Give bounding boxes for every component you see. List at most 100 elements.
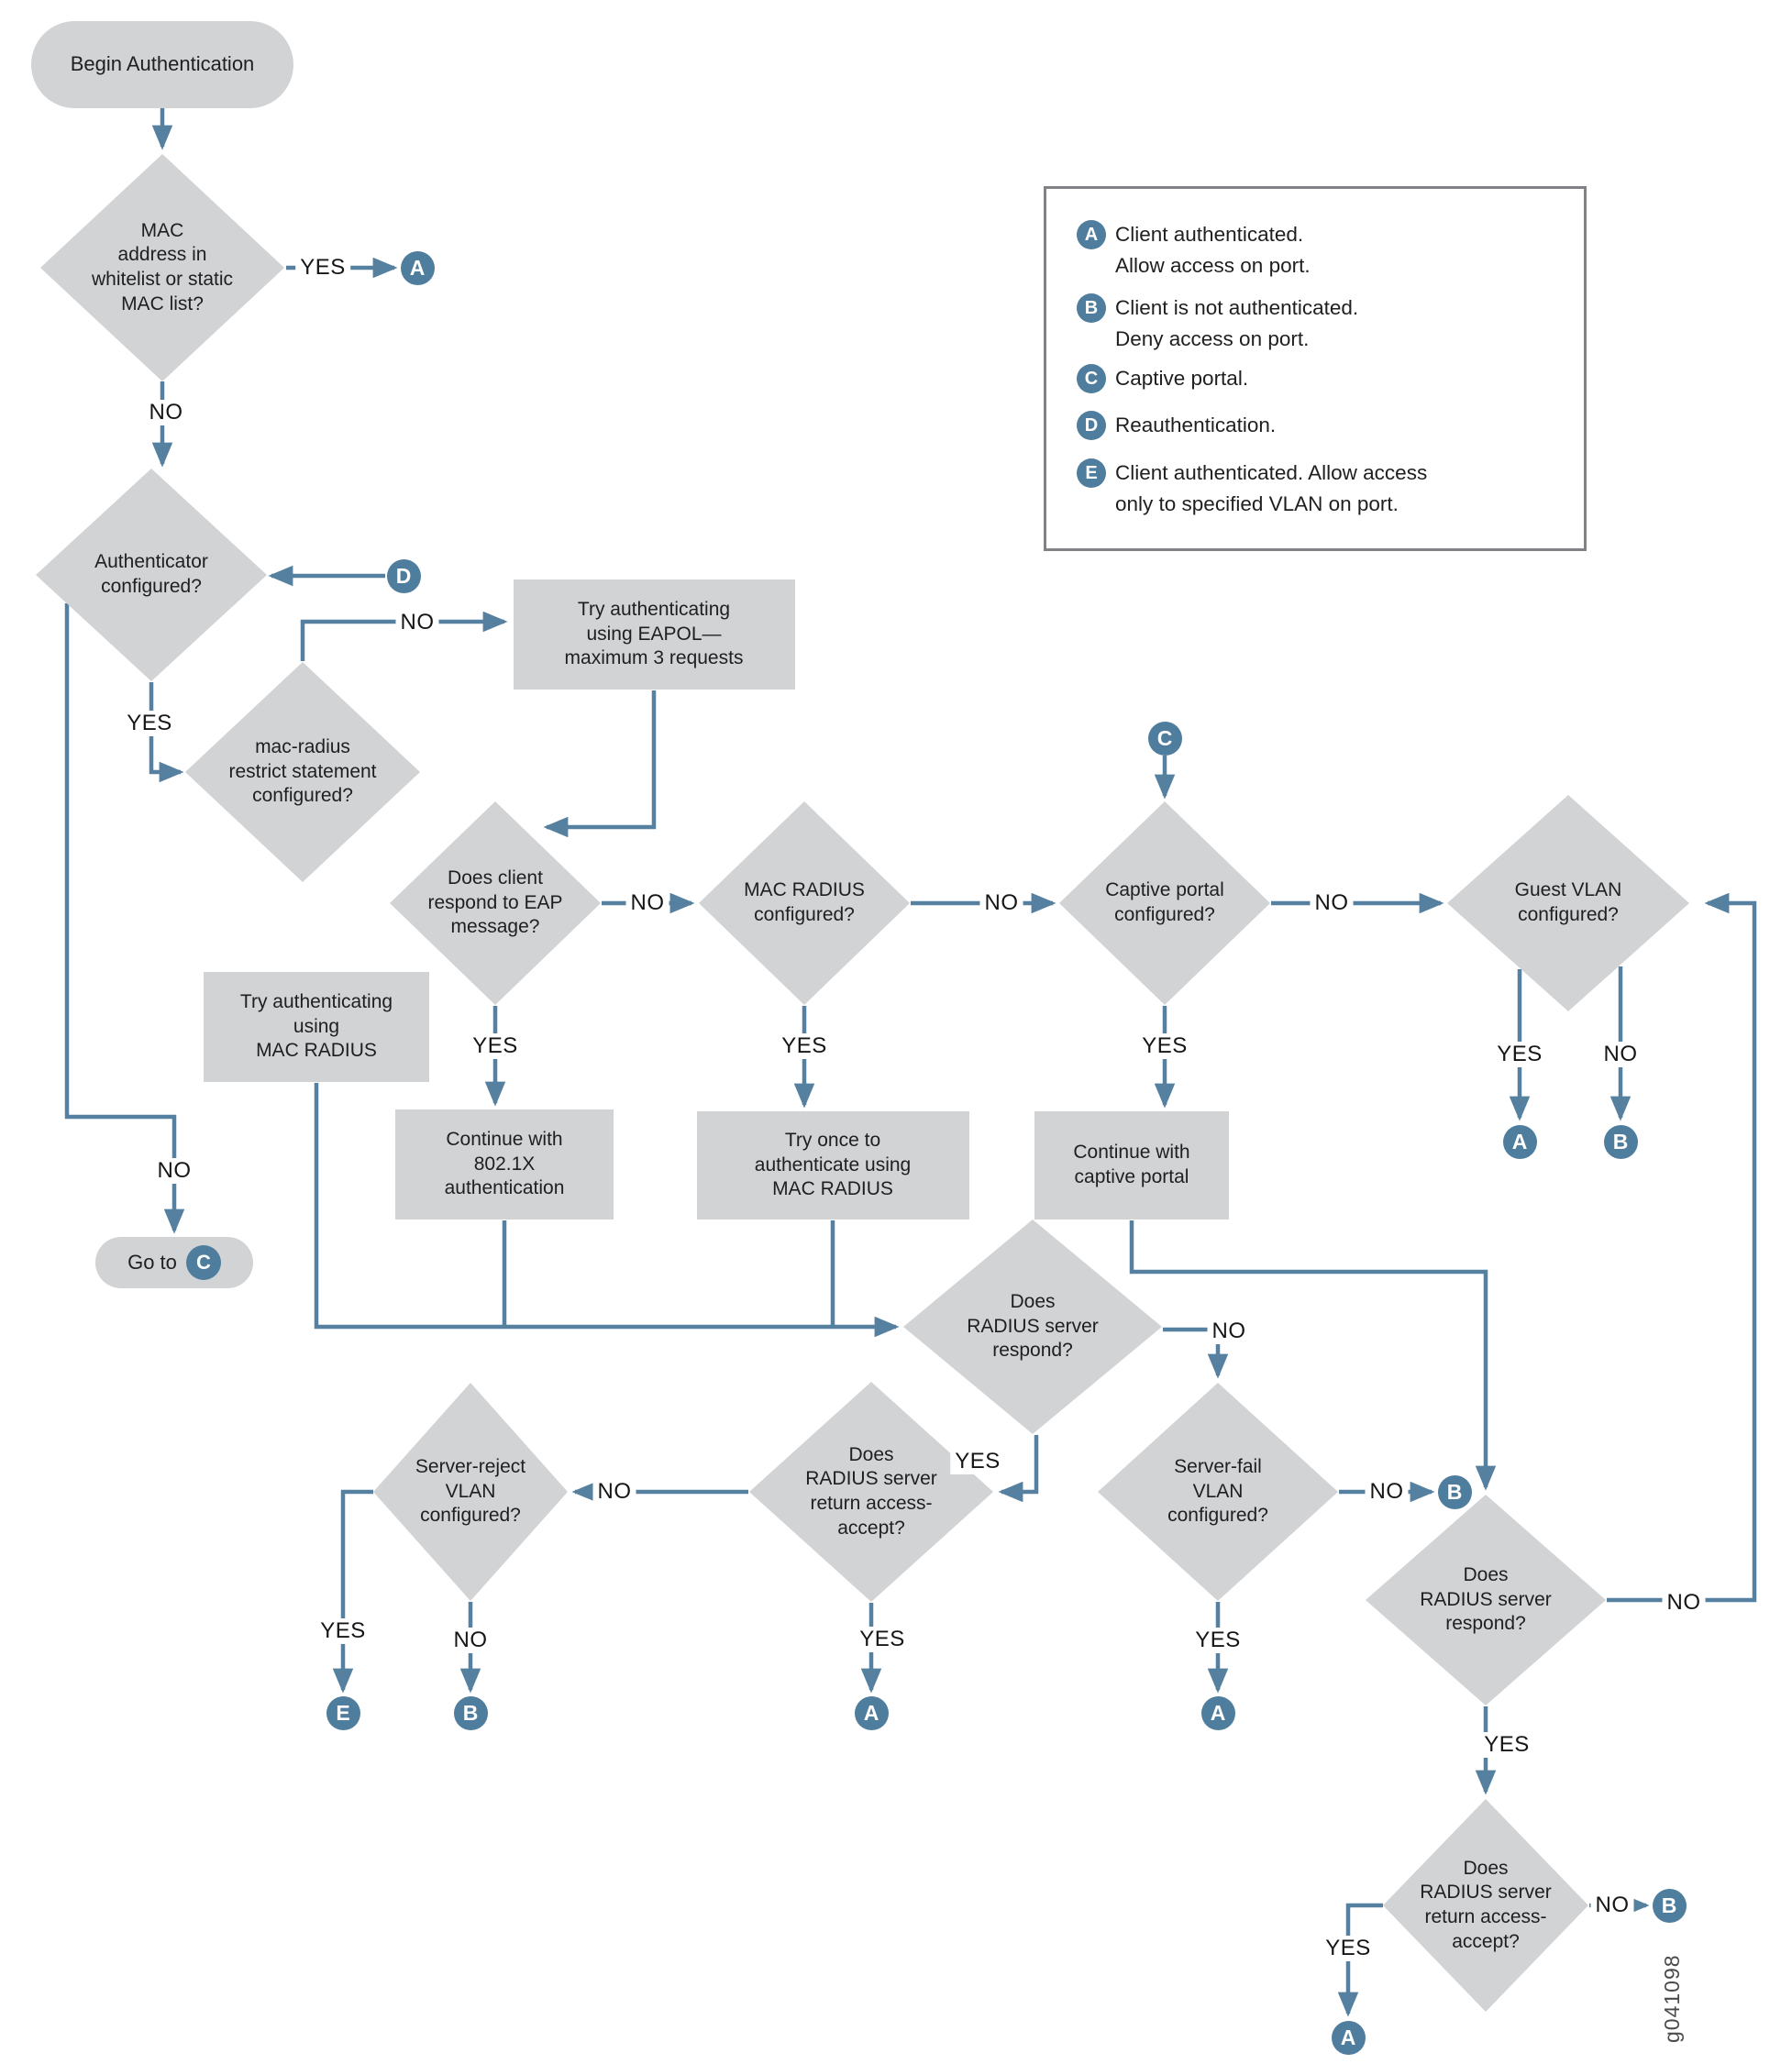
branch-label-yes: YES <box>1321 1936 1376 1961</box>
branch-label-yes: YES <box>295 255 350 281</box>
authenticator-label: Authenticator configured? <box>94 551 208 597</box>
branch-label-no: NO <box>144 400 188 425</box>
access-accept-br-node: Does RADIUS server return access- accept… <box>1383 1799 1588 2012</box>
branch-label-yes: YES <box>1137 1033 1192 1059</box>
continue-captive-node: Continue with captive portal <box>1034 1111 1229 1220</box>
try-mac-radius-shape <box>204 972 429 1082</box>
mac-radius-restrict-node: mac-radius restrict statement configured… <box>185 662 420 882</box>
try-once-shape <box>696 1111 969 1220</box>
legend-item-c: Captive portal. <box>1115 367 1249 390</box>
try-mac-radius-node: Try authenticating using MAC RADIUS <box>204 972 429 1082</box>
continue-captive-label: Continue with captive portal <box>1073 1142 1190 1187</box>
captive-conf-label: Captive portal configured? <box>1105 879 1224 925</box>
begin-shape <box>31 20 293 108</box>
connector-c-circle: C <box>1147 721 1182 756</box>
guest-vlan-node: Guest VLAN configured? <box>1447 795 1689 1011</box>
mac-radius-restrict-label: mac-radius restrict statement configured… <box>228 736 377 807</box>
branch-label-no: NO <box>1365 1479 1409 1505</box>
legend-circle-c: C <box>1077 364 1106 393</box>
mac-whitelist-node: MAC address in whitelist or static MAC l… <box>40 154 284 381</box>
radius-respond-mid-node: Does RADIUS server respond? <box>903 1220 1162 1434</box>
eap-respond-node: Does client respond to EAP message? <box>390 801 601 1005</box>
flow-edge <box>332 1489 373 1694</box>
goto-c-node: Go to C <box>95 1237 253 1288</box>
mac-radius-conf-node: MAC RADIUS configured? <box>699 801 910 1005</box>
connector-b-circle: B <box>1603 1124 1638 1159</box>
branch-label-no: NO <box>979 890 1023 916</box>
authenticator-node: Authenticator configured? <box>36 469 267 681</box>
flow-edge <box>998 1435 1039 1503</box>
legend-circle-b: B <box>1077 293 1106 323</box>
connector-e-circle: E <box>326 1695 360 1730</box>
branch-label-yes: YES <box>950 1449 1005 1474</box>
connector-b-circle: B <box>1652 1888 1687 1923</box>
legend-item-e: Client authenticated. Allow access only … <box>1115 461 1428 515</box>
eap-respond-label: Does client respond to EAP message? <box>427 867 563 938</box>
branch-label-yes: YES <box>468 1033 523 1059</box>
begin-label: Begin Authentication <box>70 52 255 76</box>
legend-item-a: Client authenticated. Allow access on po… <box>1115 223 1311 277</box>
branch-label-yes: YES <box>1479 1732 1534 1758</box>
branch-label-no: NO <box>592 1479 636 1505</box>
connector-a-circle: A <box>854 1695 889 1730</box>
eapol-node: Try authenticating using EAPOL— maximum … <box>513 579 795 690</box>
continue-captive-shape <box>1034 1111 1229 1220</box>
branch-label-no: NO <box>395 610 439 635</box>
server-fail-node: Server-fail VLAN configured? <box>1098 1383 1338 1601</box>
captive-conf-node: Captive portal configured? <box>1059 801 1270 1005</box>
connector-a-circle: A <box>1502 1124 1537 1159</box>
connector-b-circle: B <box>453 1695 488 1730</box>
continue-8021x-label: Continue with 802.1X authentication <box>444 1129 565 1199</box>
branch-label-no: NO <box>1662 1590 1706 1616</box>
try-once-label: Try once to authenticate using MAC RADIU… <box>754 1130 912 1200</box>
try-once-node: Try once to authenticate using MAC RADIU… <box>696 1111 969 1220</box>
figure-id-watermark: g041098 <box>1660 1954 1684 2043</box>
connector-a-circle: A <box>1200 1695 1235 1730</box>
guest-vlan-label: Guest VLAN configured? <box>1514 879 1622 925</box>
flow-edge <box>64 603 185 1234</box>
connector-b-circle: B <box>1437 1474 1472 1509</box>
legend-item-b: Client is not authenticated. Deny access… <box>1115 296 1359 350</box>
branch-label-yes: YES <box>855 1627 910 1652</box>
eapol-label: Try authenticating using EAPOL— maximum … <box>564 599 744 669</box>
goto-c-label: Go to C <box>127 1245 221 1280</box>
legend-item-d: Reauthentication. <box>1115 414 1277 436</box>
server-reject-label: Server-reject VLAN configured? <box>415 1456 526 1527</box>
branch-label-no: NO <box>448 1628 492 1653</box>
branch-label-no: NO <box>625 890 669 916</box>
begin-node: Begin Authentication <box>31 20 293 108</box>
eapol-shape <box>513 579 795 690</box>
server-reject-node: Server-reject VLAN configured? <box>373 1383 568 1601</box>
branch-label-no: NO <box>1207 1319 1251 1344</box>
flow-edge <box>543 690 657 838</box>
branch-label-yes: YES <box>1190 1628 1245 1653</box>
branch-label-no: NO <box>1310 890 1354 916</box>
mac-whitelist-label: MAC address in whitelist or static MAC l… <box>91 219 234 315</box>
continue-8021x-shape <box>395 1109 614 1220</box>
goto-c-text: Go to <box>127 1251 177 1275</box>
legend-circle-d: D <box>1077 411 1106 440</box>
try-mac-radius-label: Try authenticating using MAC RADIUS <box>239 991 393 1062</box>
connector-d-circle: D <box>386 558 421 593</box>
radius-respond-br-label: Does RADIUS server respond? <box>1420 1564 1552 1635</box>
connector-a-circle: A <box>1331 2020 1366 2055</box>
radius-respond-mid-label: Does RADIUS server respond? <box>967 1291 1099 1362</box>
branch-label-no: NO <box>1590 1893 1634 1918</box>
mac-radius-conf-label: MAC RADIUS configured? <box>744 879 865 925</box>
flow-edge <box>314 1083 900 1338</box>
branch-label-yes: YES <box>777 1033 832 1059</box>
connector-a-circle: A <box>400 250 435 285</box>
branch-label-yes: YES <box>1492 1042 1547 1067</box>
flow-edge <box>1337 1903 1383 2017</box>
connector-c-badge: C <box>185 1245 221 1280</box>
branch-label-yes: YES <box>315 1618 371 1644</box>
flow-edge <box>1129 1220 1497 1491</box>
branch-label-no: NO <box>1598 1042 1643 1067</box>
goto-c-shape <box>95 1237 253 1288</box>
branch-label-no: NO <box>152 1158 196 1184</box>
access-accept-br-label: Does RADIUS server return access- accept… <box>1420 1857 1552 1952</box>
continue-8021x-node: Continue with 802.1X authentication <box>395 1109 614 1220</box>
access-accept-mid-label: Does RADIUS server return access- accept… <box>805 1443 937 1539</box>
